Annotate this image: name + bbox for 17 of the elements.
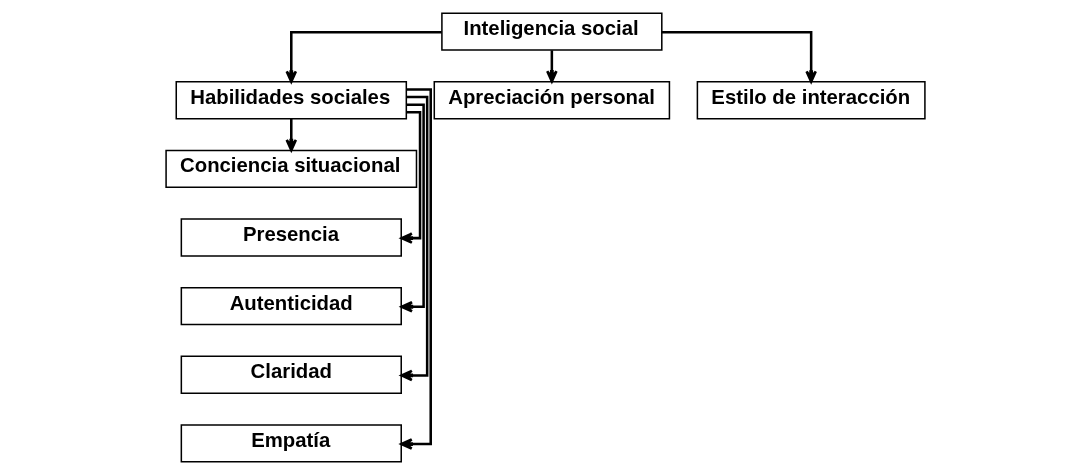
node-box: Claridad (180, 355, 402, 394)
node-box: Autenticidad (180, 286, 402, 326)
arrow (285, 30, 442, 83)
node-box: Estilo de interacción (696, 81, 926, 120)
node-box: Empatía (180, 424, 402, 463)
node-box: Apreciación personal (433, 81, 671, 120)
node-box: Presencia (180, 218, 402, 257)
arrow (400, 111, 422, 244)
arrow (661, 30, 817, 83)
arrow (285, 119, 298, 152)
arrow (400, 88, 432, 450)
node-box: Conciencia situacional (165, 149, 418, 189)
node-box: Inteligencia social (441, 12, 663, 51)
arrow (546, 50, 558, 83)
arrow (400, 95, 429, 382)
node-box: Habilidades sociales (175, 81, 408, 120)
arrow (400, 103, 425, 313)
